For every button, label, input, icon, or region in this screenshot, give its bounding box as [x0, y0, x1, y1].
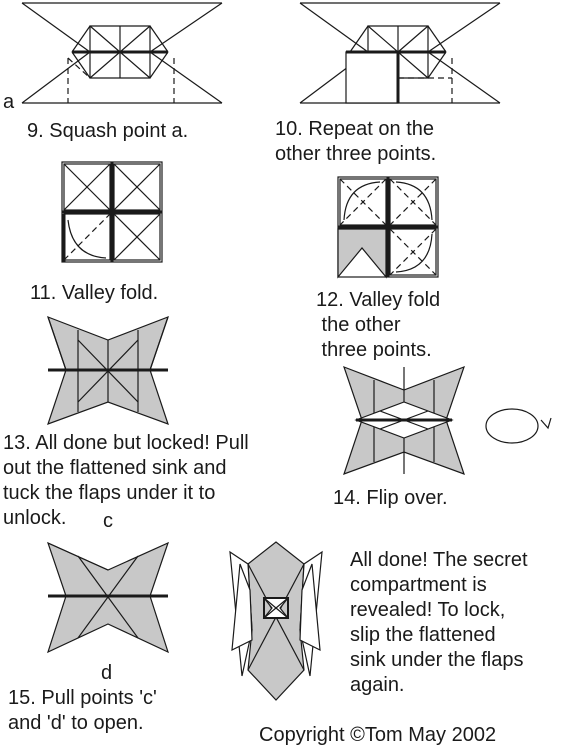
step-15-caption: 15. Pull points 'c' and 'd' to open.: [8, 687, 157, 734]
point-d-label: d: [101, 662, 113, 684]
step-9-caption: 9. Squash point a.: [27, 120, 189, 142]
step-14-caption: 14. Flip over.: [333, 487, 448, 509]
step-12-caption: 12. Valley fold the other three points.: [316, 289, 441, 361]
step-13-caption: 13. All done but locked! Pull out the fl…: [3, 432, 249, 529]
step-10-caption: 10. Repeat on the other three points.: [275, 118, 437, 165]
point-c-label: c: [103, 510, 113, 532]
point-a-label: a: [3, 91, 15, 113]
step-11-caption: 11. Valley fold.: [30, 282, 159, 304]
copyright-text: Copyright ©Tom May 2002: [259, 724, 497, 746]
final-note: All done! The secret compartment is reve…: [350, 549, 528, 696]
